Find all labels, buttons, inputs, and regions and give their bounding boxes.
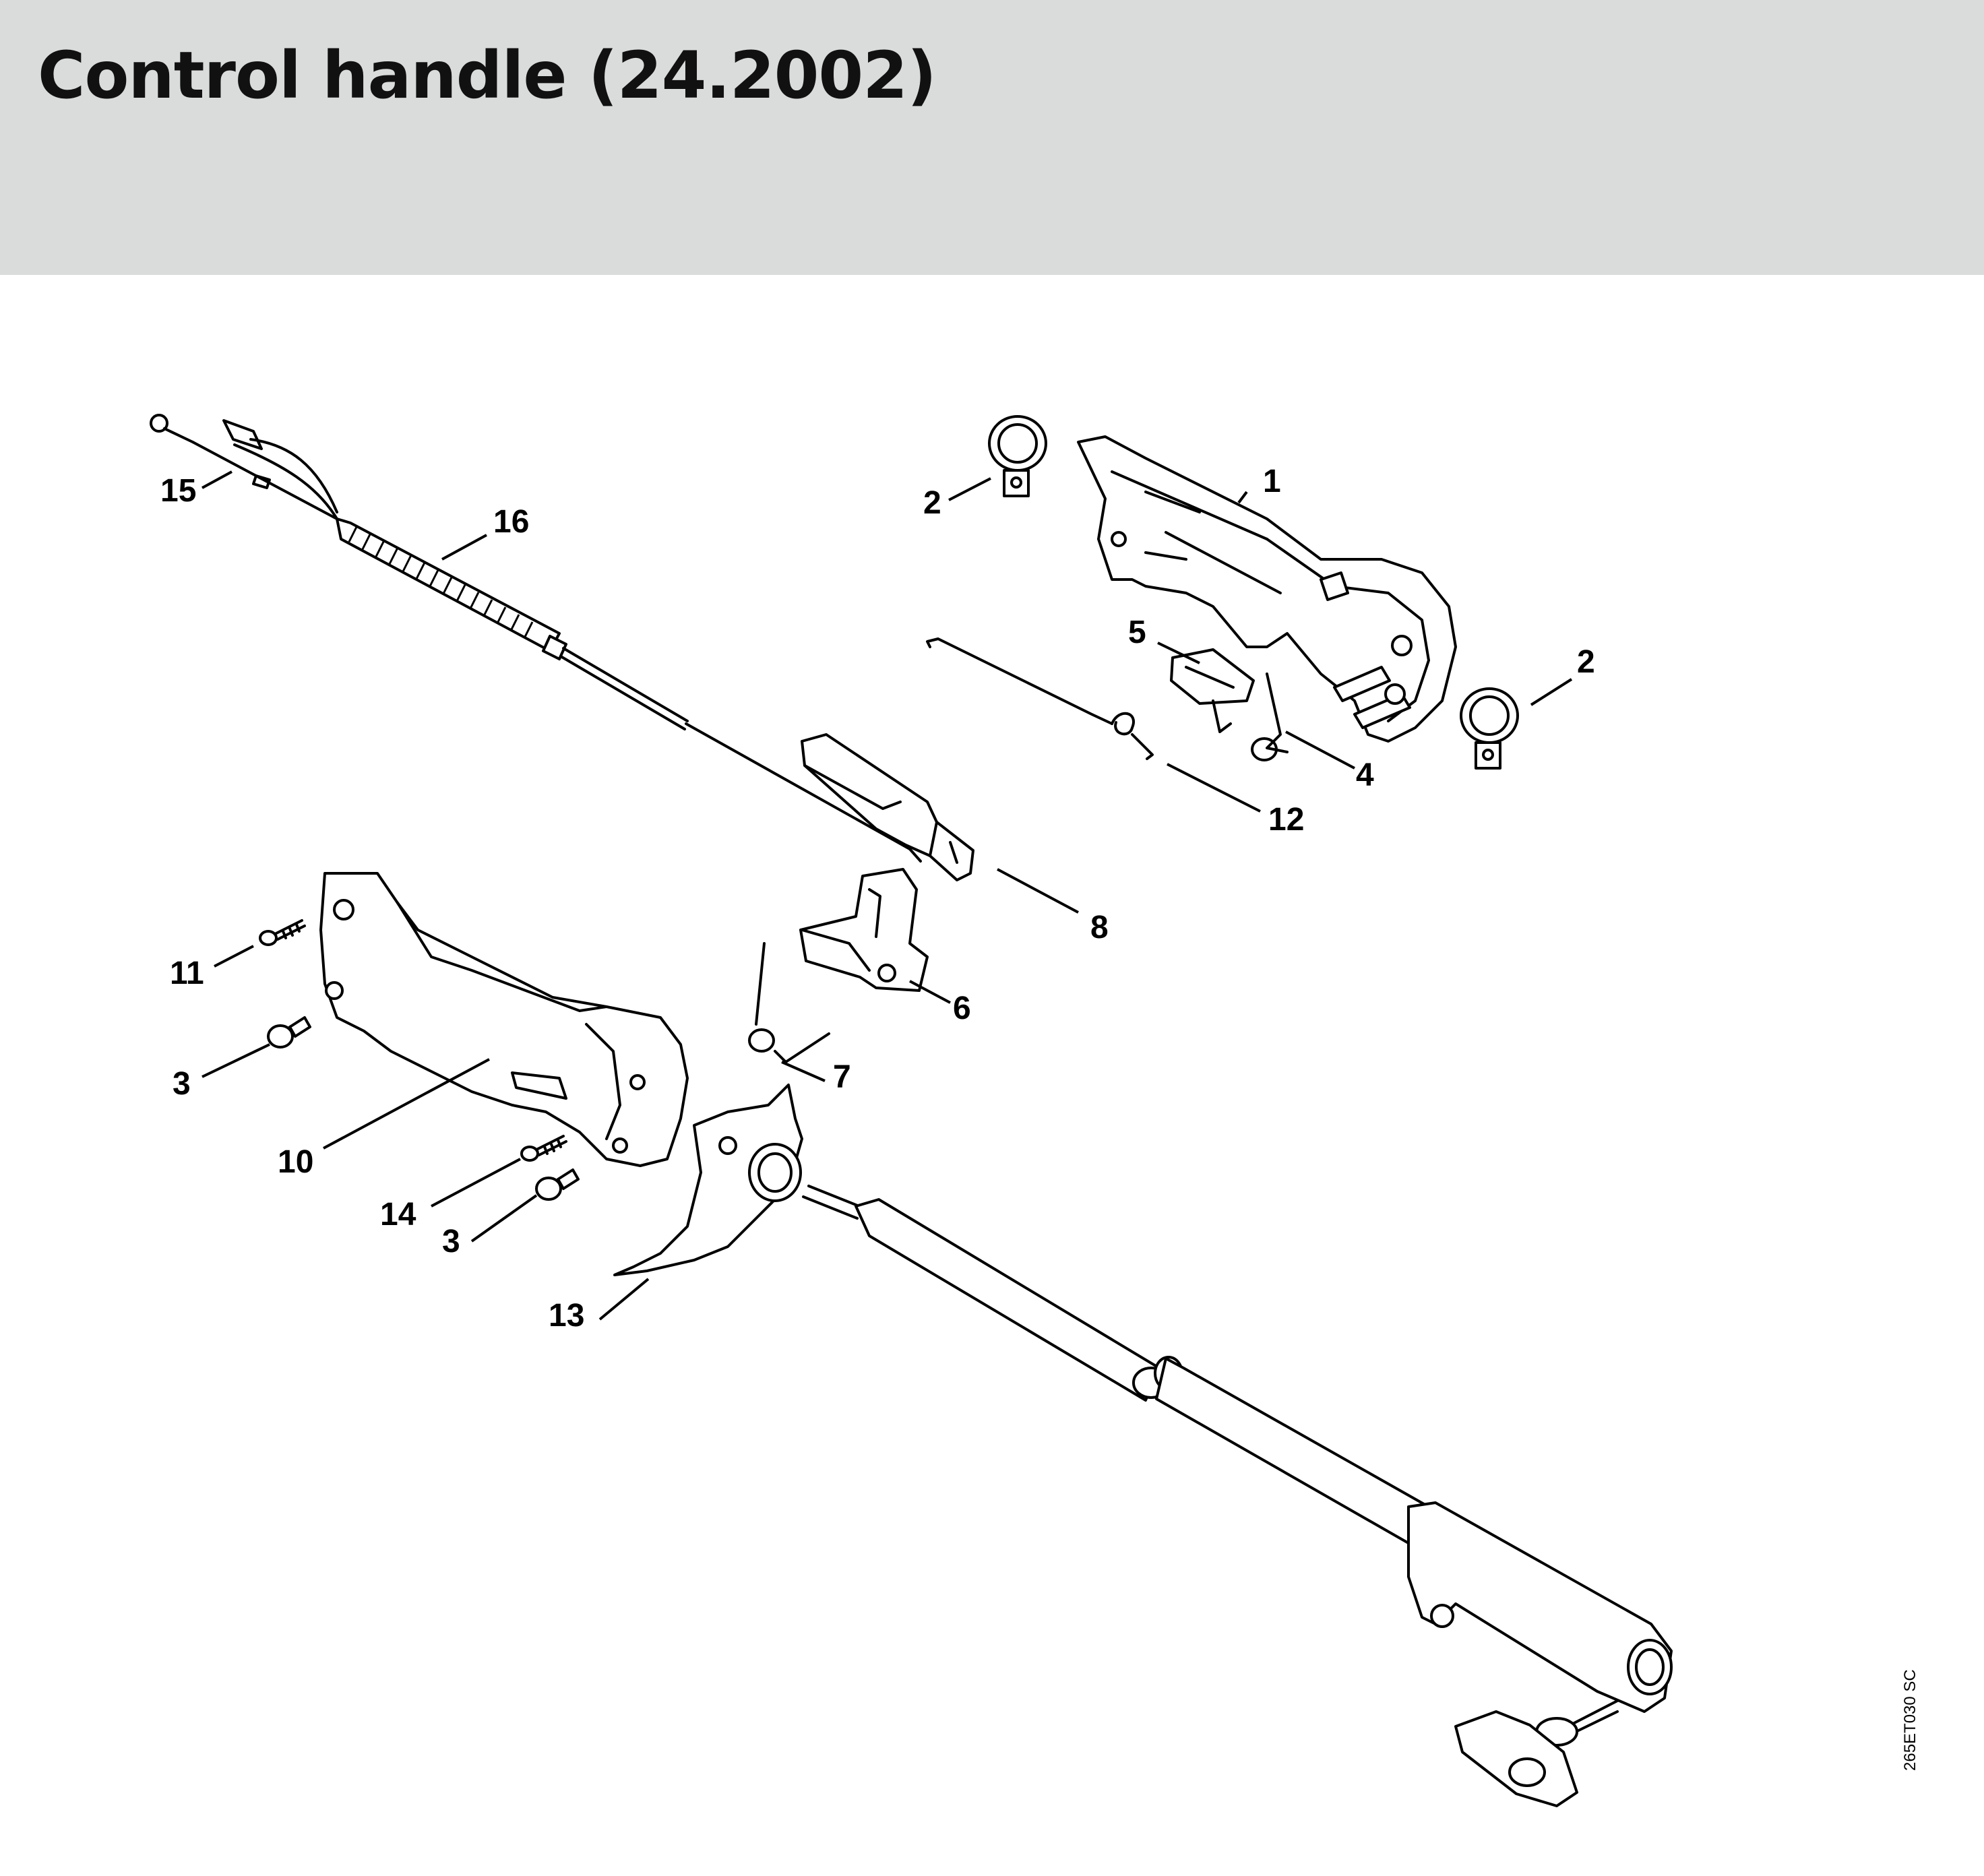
callout-1: 1 — [1263, 464, 1281, 499]
callout-2-lower: 2 — [1577, 644, 1595, 680]
callout-10: 10 — [278, 1144, 313, 1180]
screw-part-11 — [259, 919, 306, 946]
grip-housing-part-10 — [319, 872, 689, 1167]
clamp-part-2-upper — [988, 415, 1047, 497]
callout-8: 8 — [1090, 910, 1109, 945]
callout-15: 15 — [160, 473, 196, 509]
callout-4: 4 — [1356, 757, 1374, 793]
housing-shell-part-1 — [1077, 435, 1457, 743]
clamp-part-2-lower — [1460, 687, 1519, 770]
leader-lines — [202, 470, 1573, 1321]
screw-part-14 — [520, 1135, 567, 1162]
callout-5: 5 — [1128, 615, 1146, 650]
clamp-knob — [1454, 1699, 1619, 1807]
callout-2-upper: 2 — [923, 485, 941, 521]
screw-part-3-upper — [267, 1016, 311, 1049]
callout-13: 13 — [549, 1298, 584, 1334]
callout-16: 16 — [493, 504, 529, 540]
cable-assembly — [150, 414, 922, 863]
spring-coil-hatch — [348, 525, 534, 639]
callout-labels: 1 2 2 3 3 4 5 6 7 8 10 11 12 13 14 15 16 — [160, 464, 1595, 1334]
drawing-reference-code: 265ET030 SC — [1901, 1669, 1919, 1771]
callout-11: 11 — [170, 956, 204, 991]
wire-spring-part-12 — [926, 637, 1154, 760]
callout-14: 14 — [380, 1197, 416, 1232]
page-title: Control handle (24.2002) — [38, 38, 937, 113]
torsion-spring-part-7 — [748, 942, 830, 1063]
screw-part-3-lower — [535, 1168, 580, 1201]
callout-12: 12 — [1268, 802, 1304, 838]
throttle-trigger-part-8 — [801, 733, 974, 881]
callout-3-upper: 3 — [173, 1066, 191, 1102]
spring-part-4 — [1251, 673, 1289, 761]
lever-part-6 — [799, 868, 929, 992]
shaft-tube — [802, 1185, 1673, 1713]
callout-3-lower: 3 — [442, 1224, 460, 1259]
switch-part-5 — [1170, 648, 1255, 733]
header-band: Control handle (24.2002) — [0, 0, 1984, 275]
callout-6: 6 — [953, 991, 971, 1026]
callout-7: 7 — [833, 1059, 851, 1095]
hand-guard-part-13 — [613, 1084, 803, 1276]
